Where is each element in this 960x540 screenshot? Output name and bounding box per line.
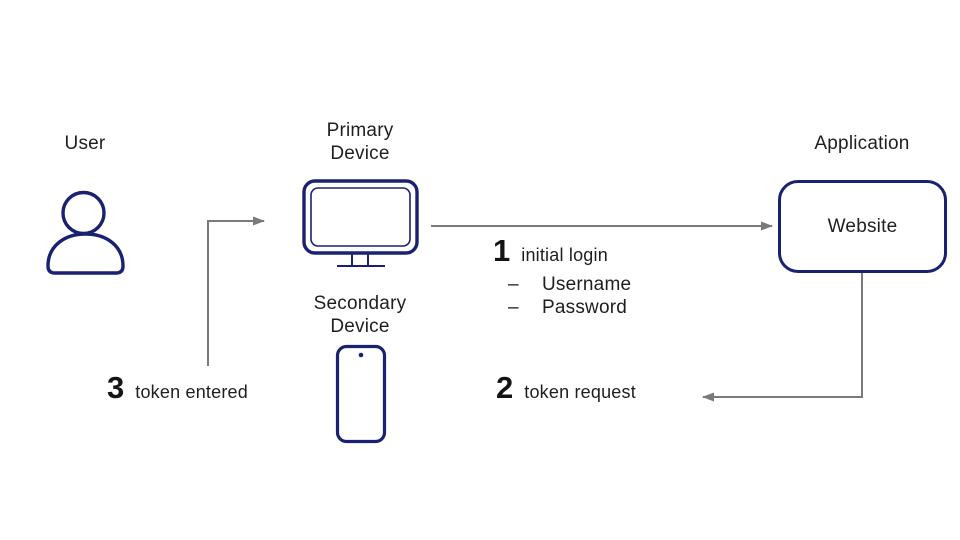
step-1-number: 1 xyxy=(493,233,511,268)
list-item-password: – Password xyxy=(508,296,631,319)
step-1-details: – Username – Password xyxy=(508,273,631,319)
website-node-label: Website xyxy=(827,215,898,237)
primary-device-label: Primary Device xyxy=(326,120,394,164)
desktop-monitor-icon xyxy=(302,179,419,267)
application-label: Application xyxy=(814,133,910,154)
user-label: User xyxy=(64,133,106,154)
person-icon xyxy=(46,190,125,275)
bullet-dash: – xyxy=(508,274,519,295)
username-item-label: Username xyxy=(542,274,632,295)
arrow-user-to-primary xyxy=(207,216,265,366)
step-2-number: 2 xyxy=(496,370,514,405)
step-2-token-request: 2 token request xyxy=(496,372,636,403)
step-3-token-entered: 3 token entered xyxy=(107,372,248,403)
website-node: Website xyxy=(778,180,947,273)
step-3-label: token entered xyxy=(135,382,248,402)
step-1-label: initial login xyxy=(521,245,608,265)
smartphone-icon xyxy=(335,344,387,444)
step-3-number: 3 xyxy=(107,370,125,405)
secondary-device-label: Secondary Device xyxy=(313,293,407,337)
arrow-website-token-request xyxy=(702,270,863,402)
step-2-label: token request xyxy=(524,382,636,402)
bullet-dash: – xyxy=(508,297,519,318)
password-item-label: Password xyxy=(542,297,628,318)
step-1-initial-login: 1 initial login – Username – Password xyxy=(493,235,631,319)
list-item-username: – Username xyxy=(508,273,631,296)
